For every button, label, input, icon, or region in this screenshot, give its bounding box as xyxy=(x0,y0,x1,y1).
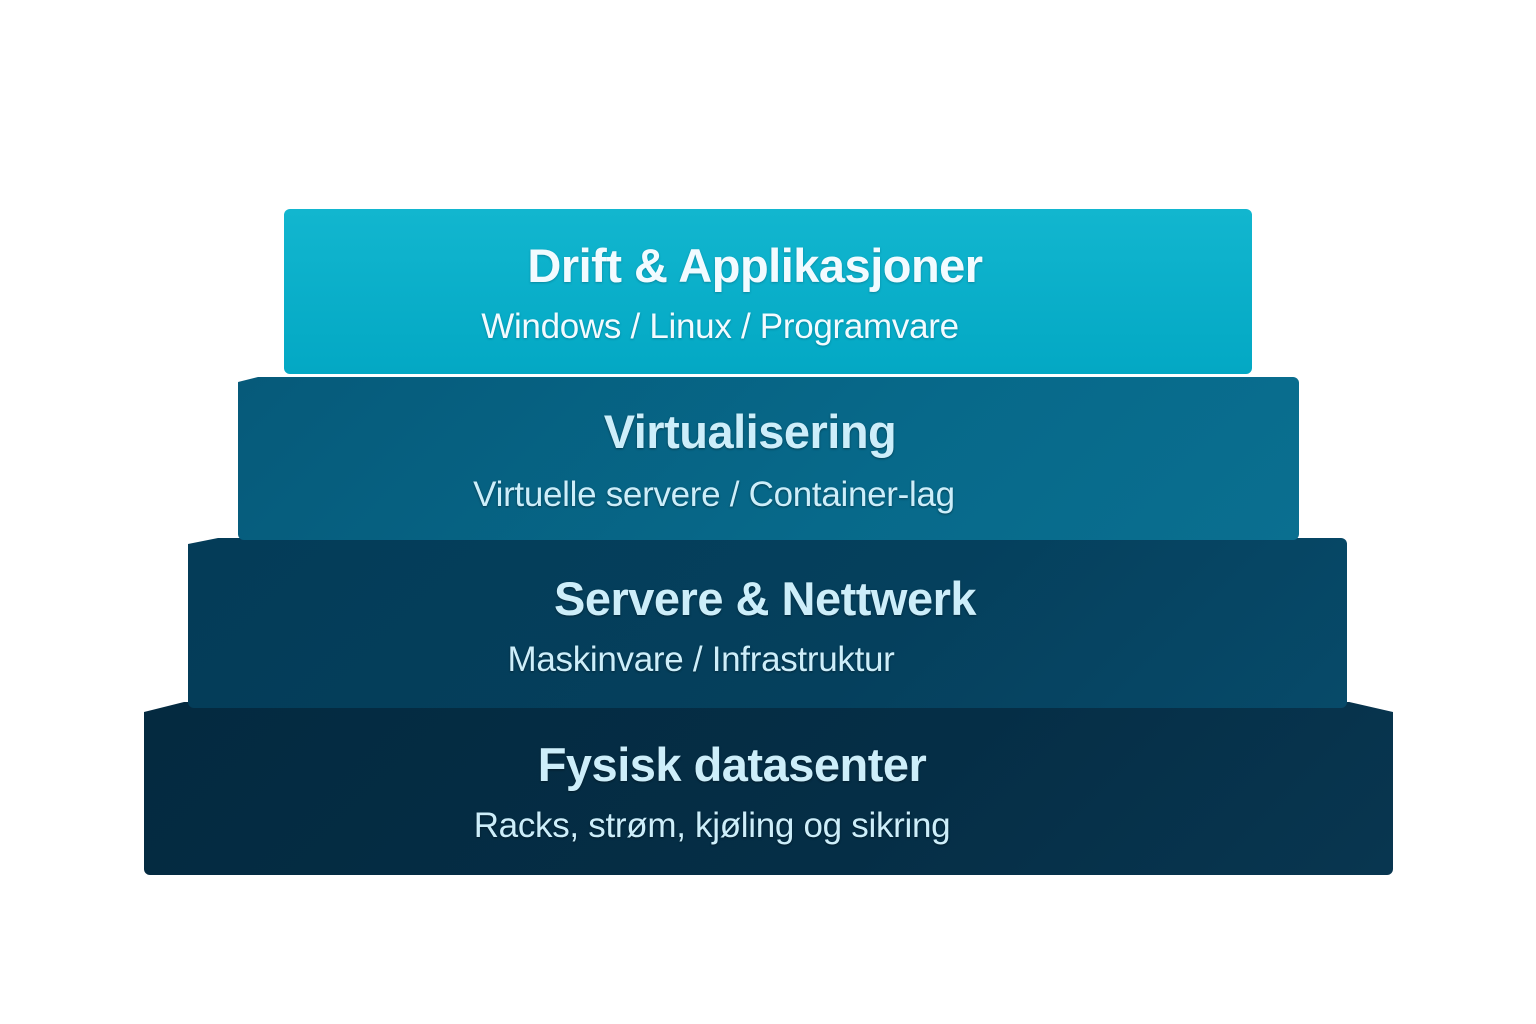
layer-subtitle: Virtuelle servere / Container-lag xyxy=(473,475,955,514)
layer-subtitle: Maskinvare / Infrastruktur xyxy=(507,640,895,679)
layer-virtualization xyxy=(238,377,1299,540)
layer-servers-network xyxy=(188,538,1347,708)
layer-title: Virtualisering xyxy=(603,405,897,458)
layer-operations-applications xyxy=(284,209,1252,374)
layer-subtitle: Racks, strøm, kjøling og sikring xyxy=(473,806,951,845)
layer-title: Servere & Nettwerk xyxy=(553,572,977,625)
layer-subtitle: Windows / Linux / Programvare xyxy=(481,307,959,346)
layer-title: Fysisk datasenter xyxy=(537,738,927,791)
layer-title: Drift & Applikasjoner xyxy=(527,239,983,292)
layer-physical-datacenter xyxy=(144,702,1393,875)
